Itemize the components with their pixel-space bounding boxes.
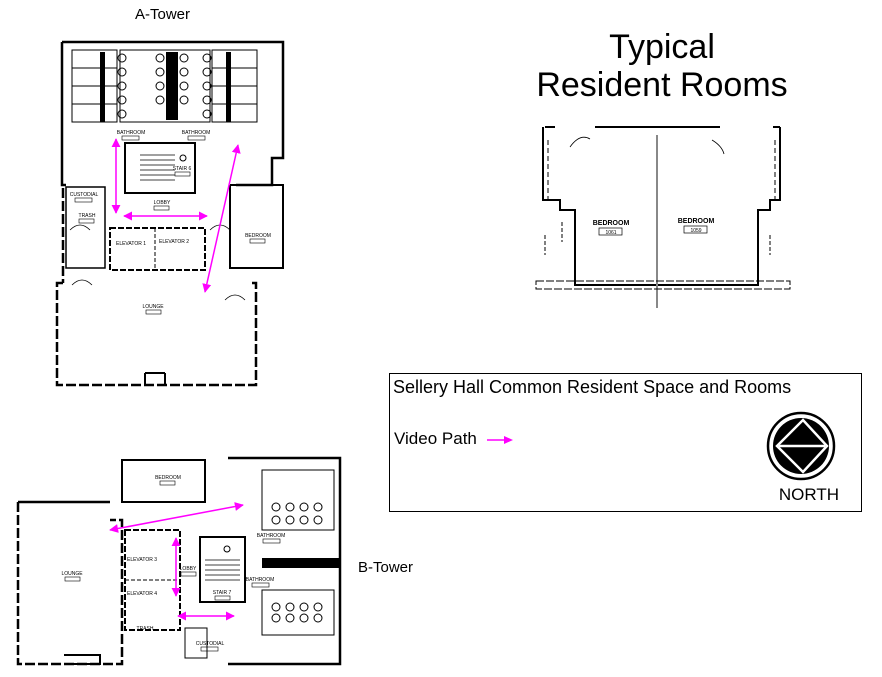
a-path-arrow-bathroom-lounge bbox=[202, 144, 241, 293]
b-tower-label: B-Tower bbox=[358, 559, 414, 576]
b-custodial-label: CUSTODIAL bbox=[196, 641, 225, 647]
typical-room-labels: BEDROOM 1061 BEDROOM 1059 bbox=[593, 218, 715, 236]
north-arrow-icon bbox=[766, 411, 836, 481]
b-lounge-label: LOUNGE bbox=[61, 571, 83, 577]
b-bedroom-label: BEDROOM bbox=[155, 475, 181, 481]
b-path-arrow-bathroom-lounge bbox=[109, 502, 244, 533]
a-tower-room-labels: BATHROOM BATHROOM STAIR 6 CUSTODIAL TRAS… bbox=[70, 130, 271, 315]
b-elevator-4-label: ELEVATOR 4 bbox=[127, 591, 157, 597]
typical-room-right-number: 1059 bbox=[690, 228, 701, 234]
a-bathroom-right-label: BATHROOM bbox=[182, 130, 211, 136]
a-elevator-2-label: ELEVATOR 2 bbox=[159, 239, 189, 245]
a-bedroom-label: BEDROOM bbox=[245, 233, 271, 239]
b-tower-video-path bbox=[109, 502, 244, 621]
legend-box: Sellery Hall Common Resident Space and R… bbox=[389, 373, 862, 512]
legend-title: Sellery Hall Common Resident Space and R… bbox=[393, 377, 792, 397]
typical-room-left-label: BEDROOM bbox=[593, 220, 630, 227]
a-lounge-label: LOUNGE bbox=[142, 304, 164, 310]
b-trash-label: TRASH bbox=[137, 626, 154, 632]
a-custodial-label: CUSTODIAL bbox=[70, 192, 99, 198]
b-bathroom-top-label: BATHROOM bbox=[257, 533, 286, 539]
typical-rooms-title: Typical Resident Rooms bbox=[497, 28, 827, 104]
b-bathroom-bottom-label: BATHROOM bbox=[246, 577, 275, 583]
magenta-arrow-icon bbox=[486, 435, 513, 444]
a-bathroom-left-label: BATHROOM bbox=[117, 130, 146, 136]
a-tower-label: A-Tower bbox=[135, 6, 191, 23]
typical-title-line1: Typical bbox=[609, 28, 715, 66]
typical-title-line2: Resident Rooms bbox=[536, 66, 788, 104]
b-lobby-label: LOBBY bbox=[180, 566, 197, 572]
a-lobby-label: LOBBY bbox=[154, 200, 171, 206]
legend-video-path: Video Path bbox=[394, 429, 514, 449]
b-stair-label: STAIR 7 bbox=[213, 590, 232, 596]
north-label: NORTH bbox=[778, 485, 839, 504]
a-elevator-1-label: ELEVATOR 1 bbox=[116, 241, 146, 247]
a-trash-label: TRASH bbox=[79, 213, 96, 219]
video-path-label: Video Path bbox=[394, 429, 477, 448]
b-tower-room-labels: BEDROOM LOUNGE ELEVATOR 3 ELEVATOR 4 LOB… bbox=[61, 475, 286, 652]
a-stair-label: STAIR 6 bbox=[173, 166, 192, 172]
a-tower-video-path bbox=[111, 138, 241, 293]
typical-room-right-label: BEDROOM bbox=[678, 218, 715, 225]
b-tower-plan bbox=[16, 456, 342, 666]
typical-room-left-number: 1061 bbox=[605, 230, 616, 236]
b-elevator-3-label: ELEVATOR 3 bbox=[127, 557, 157, 563]
typical-rooms-plan bbox=[535, 126, 791, 308]
